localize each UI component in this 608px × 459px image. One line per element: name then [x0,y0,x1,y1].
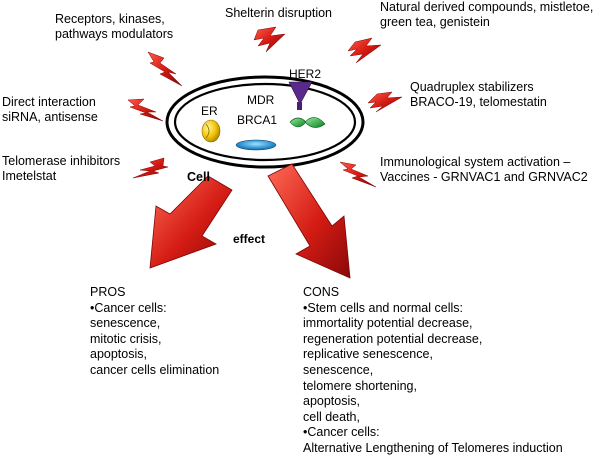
label-er: ER [201,104,218,118]
label-inhibitors: Telomerase inhibitors Imetelstat [2,154,121,183]
bolt-quadruplex [367,91,403,113]
label-effect: effect [233,232,266,246]
cons-line: apoptosis, [303,394,360,409]
arrow-cons [267,163,351,279]
label-her2: HER2 [289,67,322,81]
bolt-shelterin [253,26,286,53]
cons-block: CONS •Stem cells and normal cells: immor… [303,285,563,457]
label-cell: Cell [187,170,210,184]
pros-line: cancer cells elimination [90,362,220,377]
cons-line: regeneration potential decrease, [303,331,483,346]
label-immuno: Immunological system activation – Vaccin… [380,155,588,184]
brca1-shape [235,139,277,151]
cons-line: cell death, [303,409,360,424]
bolt-receptors [147,51,183,87]
bolt-direct [127,98,164,122]
cell-outer-membrane [165,75,365,169]
bolt-inhibitors [132,157,169,179]
label-quadruplex: Quadruplex stabilizers BRACO-19, telomes… [410,80,547,109]
pros-line: mitotic crisis, [90,331,162,346]
bolt-immuno [339,161,377,188]
er-shape [201,119,221,143]
her2-stem [297,102,302,110]
cons-title: CONS [303,285,340,299]
cons-line: telomere shortening, [303,378,417,393]
pros-title: PROS [90,285,126,299]
arrow-pros [149,175,233,269]
pros-line: senescence, [90,316,161,331]
label-brca1: BRCA1 [237,113,278,127]
cons-line: senescence, [303,362,374,377]
cons-line: immortality potential decrease, [303,316,473,331]
pros-block: PROS •Cancer cells: senescence, mitotic … [90,285,219,379]
cons-line: Alternative Lengthening of Telomeres ind… [303,440,563,455]
label-natural: Natural derived compounds, mistletoe, gr… [380,0,594,29]
cons-line: replicative senescence, [303,347,433,362]
label-direct: Direct interaction siRNA, antisense [2,95,98,124]
pros-line: •Cancer cells: [90,300,167,315]
cons-line: •Cancer cells: [303,425,380,440]
label-receptors: Receptors, kinases, pathways modulators [55,12,174,41]
pros-line: apoptosis, [90,347,147,362]
cons-line: •Stem cells and normal cells: [303,300,463,315]
green-protein-shape [289,117,326,128]
cell-inner-membrane [173,82,357,162]
label-shelterin: Shelterin disruption [225,6,333,20]
bolt-natural [347,37,382,64]
label-mdr: MDR [247,93,275,107]
her2-shape [288,81,313,105]
